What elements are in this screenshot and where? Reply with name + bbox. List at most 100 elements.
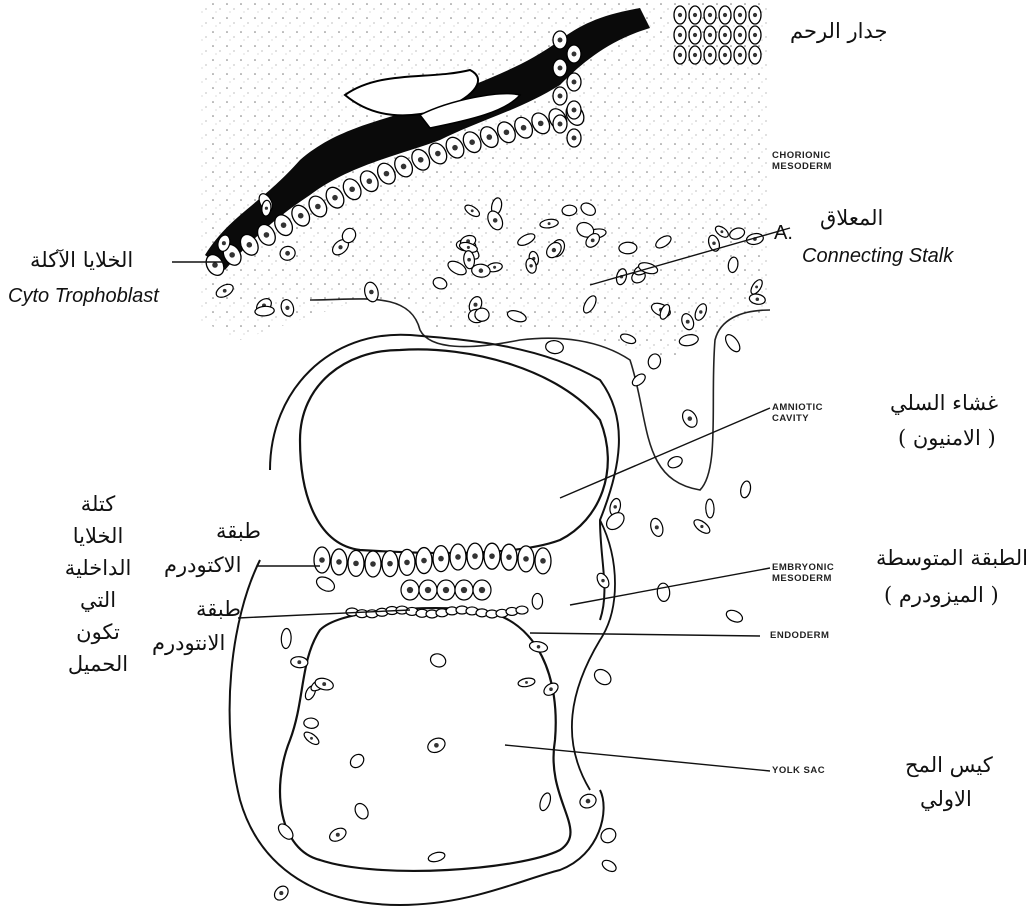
cell-nucleus bbox=[538, 121, 544, 127]
cell bbox=[739, 480, 752, 499]
cell-nucleus bbox=[504, 129, 510, 135]
cell-nucleus bbox=[265, 207, 268, 210]
cell-nucleus bbox=[572, 52, 577, 57]
cell-nucleus bbox=[753, 33, 757, 37]
icm-line-2: الخلايا bbox=[48, 520, 148, 552]
cell-nucleus bbox=[558, 94, 563, 99]
label-cytotrophoblast-en: Cyto Trophoblast bbox=[8, 285, 159, 308]
icm-line-3: الداخلية bbox=[48, 552, 148, 584]
cell-nucleus bbox=[558, 66, 563, 71]
cell-nucleus bbox=[281, 222, 287, 228]
cell-nucleus bbox=[700, 525, 703, 528]
cell-nucleus bbox=[712, 241, 716, 245]
caption-chorionic-2: MESODERM bbox=[772, 161, 832, 172]
cell-nucleus bbox=[693, 33, 697, 37]
cell-nucleus bbox=[404, 560, 410, 566]
cell-nucleus bbox=[613, 505, 616, 508]
cell-nucleus bbox=[486, 134, 492, 140]
caption-amniotic-2: CAVITY bbox=[772, 413, 823, 424]
cell bbox=[600, 858, 618, 874]
cell bbox=[630, 372, 647, 388]
cell bbox=[303, 718, 318, 729]
cell-nucleus bbox=[753, 53, 757, 57]
yolk-sac bbox=[280, 608, 570, 871]
cell bbox=[666, 454, 684, 470]
cell-nucleus bbox=[401, 164, 407, 170]
cell-nucleus bbox=[686, 320, 690, 324]
caption-embryonic-2: MESODERM bbox=[772, 573, 834, 584]
label-endoderm-2: الانتودرم bbox=[152, 630, 225, 656]
cell-nucleus bbox=[723, 33, 727, 37]
cell-nucleus bbox=[756, 297, 760, 301]
label-ectoderm-2: الاكتودرم bbox=[164, 552, 242, 578]
cell bbox=[314, 574, 337, 594]
cell-nucleus bbox=[264, 232, 270, 238]
cell-nucleus bbox=[493, 218, 498, 223]
label-yolk-sac-1: كيس المح bbox=[905, 752, 993, 778]
cell-nucleus bbox=[322, 682, 326, 686]
cell-nucleus bbox=[753, 13, 757, 17]
cell-nucleus bbox=[678, 33, 682, 37]
cell-nucleus bbox=[720, 230, 723, 233]
cell bbox=[705, 499, 714, 518]
cell-nucleus bbox=[549, 687, 553, 691]
cell-nucleus bbox=[338, 245, 342, 249]
label-amnion-1: غشاء السلي bbox=[890, 390, 998, 416]
label-connecting-stalk-en: Connecting Stalk bbox=[802, 245, 953, 268]
cell-nucleus bbox=[591, 238, 595, 242]
label-yolk-sac-2: الاولي bbox=[920, 786, 972, 812]
cell-nucleus bbox=[297, 660, 301, 664]
cell-nucleus bbox=[479, 268, 484, 273]
cell-nucleus bbox=[443, 587, 449, 593]
icm-line-5: تكون bbox=[48, 616, 148, 648]
cell bbox=[281, 628, 292, 648]
label-ectoderm-1: طبقة bbox=[216, 518, 261, 544]
cell-nucleus bbox=[425, 587, 431, 593]
cell-nucleus bbox=[552, 248, 556, 252]
cell-nucleus bbox=[572, 108, 577, 113]
cell-nucleus bbox=[738, 13, 742, 17]
cell-nucleus bbox=[384, 171, 390, 177]
amniotic-cavity bbox=[300, 349, 608, 553]
cell-nucleus bbox=[699, 310, 702, 313]
cell-nucleus bbox=[349, 186, 355, 192]
cell-nucleus bbox=[537, 645, 541, 649]
cell bbox=[592, 666, 614, 687]
cell bbox=[603, 509, 627, 533]
cell-nucleus bbox=[558, 38, 563, 43]
cell-nucleus bbox=[469, 139, 475, 145]
cell-nucleus bbox=[366, 178, 372, 184]
cell-nucleus bbox=[506, 554, 512, 560]
cell bbox=[598, 826, 618, 846]
cell-nucleus bbox=[319, 557, 325, 563]
cell-nucleus bbox=[572, 80, 577, 85]
cell-nucleus bbox=[708, 33, 712, 37]
cell-nucleus bbox=[688, 416, 693, 421]
cell-nucleus bbox=[601, 579, 604, 582]
label-connecting-stalk-marker: A. bbox=[774, 222, 793, 245]
cell-nucleus bbox=[298, 213, 304, 219]
leader-endoderm bbox=[530, 633, 760, 636]
cell-nucleus bbox=[461, 587, 467, 593]
cell-nucleus bbox=[336, 833, 340, 837]
cell-nucleus bbox=[370, 561, 376, 567]
caption-amniotic-cavity: AMNIOTIC CAVITY bbox=[772, 402, 823, 425]
cell-nucleus bbox=[558, 122, 563, 127]
cell-nucleus bbox=[285, 251, 290, 256]
cell-nucleus bbox=[723, 13, 727, 17]
label-endoderm-1: طبقة bbox=[196, 596, 241, 622]
cell-nucleus bbox=[521, 125, 527, 131]
cell bbox=[562, 205, 577, 216]
cell bbox=[657, 583, 671, 602]
cell-nucleus bbox=[452, 145, 458, 151]
caption-chorionic-mesoderm: CHORIONIC MESODERM bbox=[772, 150, 832, 173]
cell-nucleus bbox=[229, 252, 235, 258]
cell bbox=[725, 608, 745, 624]
cell-nucleus bbox=[473, 303, 477, 307]
cell bbox=[619, 242, 637, 254]
cell-nucleus bbox=[467, 246, 470, 249]
cell-nucleus bbox=[246, 242, 252, 248]
cell-nucleus bbox=[738, 53, 742, 57]
cell bbox=[516, 606, 528, 614]
cell-nucleus bbox=[223, 289, 227, 293]
